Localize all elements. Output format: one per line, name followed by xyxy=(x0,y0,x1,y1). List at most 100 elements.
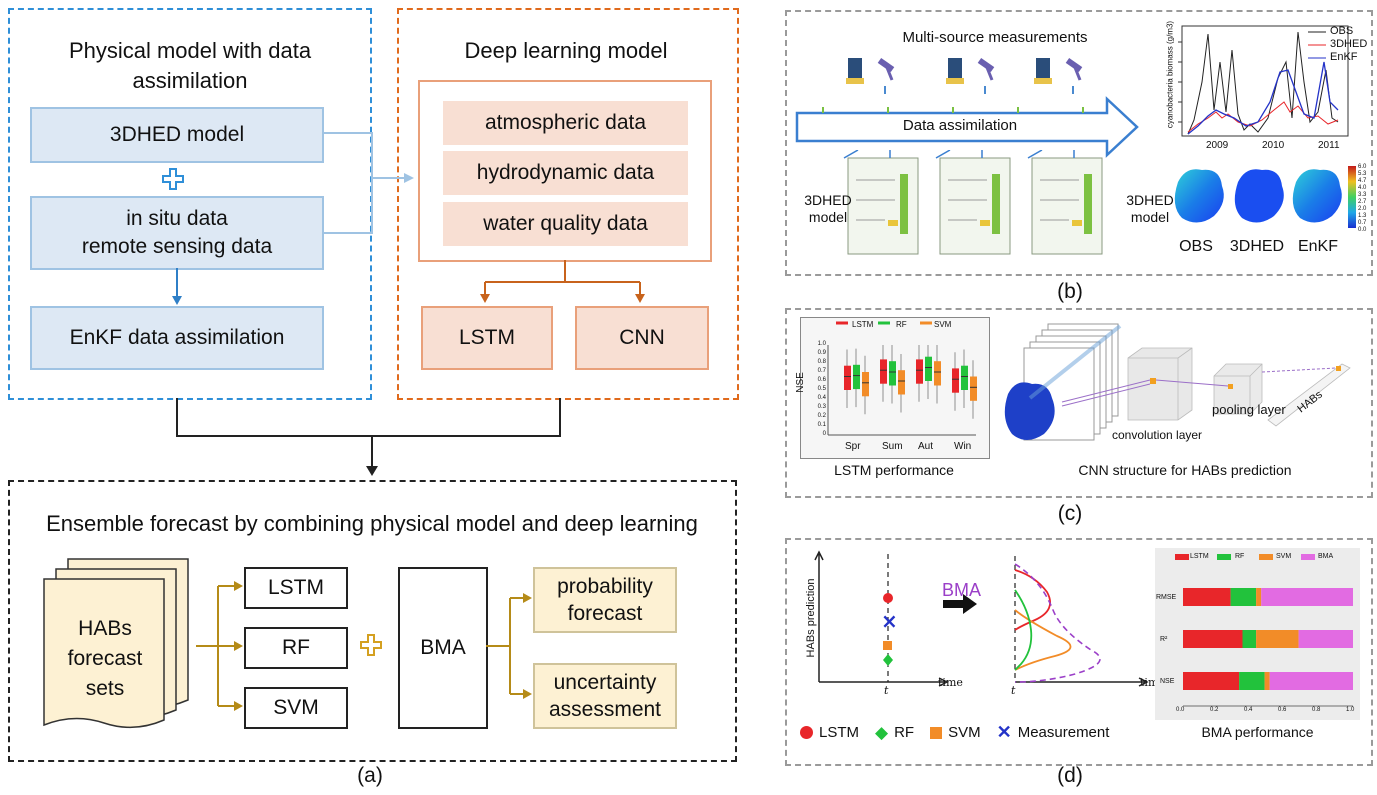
cnn-caption: CNN structure for HABs prediction xyxy=(1078,462,1292,478)
cnn-box: CNN xyxy=(575,306,709,370)
satellite-icon xyxy=(1065,57,1083,81)
boxplot-xtick-win: Win xyxy=(954,441,972,452)
map-label-3dhed: 3DHED xyxy=(1229,238,1285,255)
model-right-line1: 3DHED xyxy=(1126,192,1174,208)
bma-performance-caption: BMA performance xyxy=(1201,724,1314,740)
remote-sensing-label: remote sensing data xyxy=(81,235,273,258)
boxplot-legend-svm: SVM xyxy=(934,320,952,329)
model-left-line1: 3DHED xyxy=(804,192,852,208)
panel-a-connectors xyxy=(172,132,645,476)
lstm-performance-caption: LSTM performance xyxy=(834,462,954,478)
colorbar-ticks: 6.0 5.3 4.7 4.0 3.3 2.7 2.0 1.3 0.7 0.0 xyxy=(1358,164,1376,234)
habs-forecast-sets xyxy=(43,558,189,729)
t-label-right: t xyxy=(1011,684,1016,697)
xtick: 0.8 xyxy=(1312,707,1321,713)
model-lstm-box: LSTM xyxy=(244,567,348,609)
cb-tick: 4.0 xyxy=(1358,185,1367,191)
boxplot-legend-lstm: LSTM xyxy=(852,320,874,329)
ensemble-group xyxy=(8,480,737,762)
boxplot-yticks: 1.0 0.9 0.8 0.7 0.6 0.5 0.4 0.3 0.2 0.1 … xyxy=(812,340,826,439)
bar-bma-row-1 xyxy=(1298,630,1353,648)
plus-icon xyxy=(162,168,184,190)
ytick: 0.6 xyxy=(817,377,826,383)
bar-legend-rf: RF xyxy=(1235,553,1245,560)
sensor-icons xyxy=(846,57,1083,94)
data-assimilation-arrow xyxy=(795,96,1139,158)
buoy-icon xyxy=(846,58,864,84)
probability-word: probability xyxy=(557,575,653,598)
cb-tick: 6.0 xyxy=(1358,164,1367,170)
bar-row-nse: NSE xyxy=(1160,678,1175,685)
buoy-icon xyxy=(1034,58,1052,84)
3dhed-model-box: 3DHED model xyxy=(30,107,324,163)
bar-row-rmse: RMSE xyxy=(1156,594,1177,601)
boxplot-box-lstm-sum xyxy=(880,359,887,384)
boxplot-box-svm-sum xyxy=(898,370,905,395)
assessment-word: assessment xyxy=(548,698,662,721)
obs-series xyxy=(1187,31,1339,135)
convolution-layer-label: convolution layer xyxy=(1112,428,1203,442)
time-label-left: time xyxy=(938,676,963,689)
bma-bar-chart xyxy=(1175,554,1353,707)
deep-learning-group xyxy=(397,8,739,400)
chart-xtick-2011: 2011 xyxy=(1318,140,1340,151)
forecast-word-2: forecast xyxy=(567,602,643,625)
boxplot-box-rf-spr xyxy=(853,364,860,390)
measurements-title: Multi-source measurements xyxy=(902,29,1088,46)
caption-d: (d) xyxy=(1057,764,1083,787)
lstm-box: LSTM xyxy=(421,306,553,370)
lstm-marker xyxy=(883,593,893,603)
cb-tick: 0.0 xyxy=(1358,227,1367,233)
measurement-marker: × xyxy=(881,609,898,633)
svm-curve xyxy=(1014,609,1072,671)
deep-learning-title: Deep learning model xyxy=(464,38,668,63)
bar-lstm-row-0 xyxy=(1183,588,1231,606)
legend-svm: SVM xyxy=(948,724,981,741)
boxplot-box-rf-aut xyxy=(925,356,932,381)
buoy-icon xyxy=(946,58,964,84)
habs-prediction-ylabel: HABs prediction xyxy=(805,578,817,658)
model-rf-box: RF xyxy=(244,627,348,669)
ytick: 0 xyxy=(822,431,826,437)
xtick: 0.6 xyxy=(1278,707,1287,713)
habs-forecast-label: HABs forecast sets xyxy=(46,614,164,704)
ytick: 0.3 xyxy=(817,404,826,410)
chart-legend-obs: OBS xyxy=(1330,25,1354,37)
bar-row-r2: R² xyxy=(1160,636,1168,643)
bar-legend-swatch xyxy=(1259,554,1273,560)
enkf-series xyxy=(1187,61,1339,135)
model-label-left: 3DHED model xyxy=(803,192,853,226)
lake-maps xyxy=(1174,166,1356,228)
bma-box: BMA xyxy=(398,567,488,729)
pooling-layer-label: pooling layer xyxy=(1212,402,1286,417)
svm-marker xyxy=(883,641,892,650)
boxplot-legend-rf: RF xyxy=(896,320,907,329)
xtick: 1.0 xyxy=(1346,707,1355,713)
svm-legend-icon xyxy=(930,726,943,739)
forecast-word: forecast xyxy=(67,647,143,670)
xtick: 0.4 xyxy=(1244,707,1253,713)
cb-tick: 4.7 xyxy=(1358,178,1367,184)
chart-xtick-2009: 2009 xyxy=(1206,140,1229,151)
ytick: 0.2 xyxy=(817,413,826,419)
rf-legend-icon: ◆ xyxy=(875,722,889,742)
uncertainty-box: uncertainty assessment xyxy=(533,663,677,729)
ensemble-connectors xyxy=(196,581,532,711)
xtick: 0.2 xyxy=(1210,707,1219,713)
bar-legend-swatch xyxy=(1175,554,1189,560)
map-label-obs: OBS xyxy=(1179,238,1213,255)
data-assimilation-label: Data assimilation xyxy=(902,117,1018,134)
legend-lstm: LSTM xyxy=(819,724,860,741)
atmospheric-data: atmospheric data xyxy=(443,101,688,145)
bar-bma-row-0 xyxy=(1261,588,1353,606)
boxplot-box-svm-win xyxy=(970,376,977,401)
boxplot-xtick-sum: Sum xyxy=(882,441,903,452)
bar-legend-swatch xyxy=(1217,554,1231,560)
bar-svm-row-2 xyxy=(1264,672,1270,690)
probability-forecast-box: probability forecast xyxy=(533,567,677,633)
chart-legend-3dhed: 3DHED xyxy=(1330,38,1368,50)
sets-word: sets xyxy=(85,677,125,700)
ytick: 0.9 xyxy=(817,350,826,356)
habs-word: HABs xyxy=(78,617,132,640)
ytick: 0.1 xyxy=(817,422,826,428)
